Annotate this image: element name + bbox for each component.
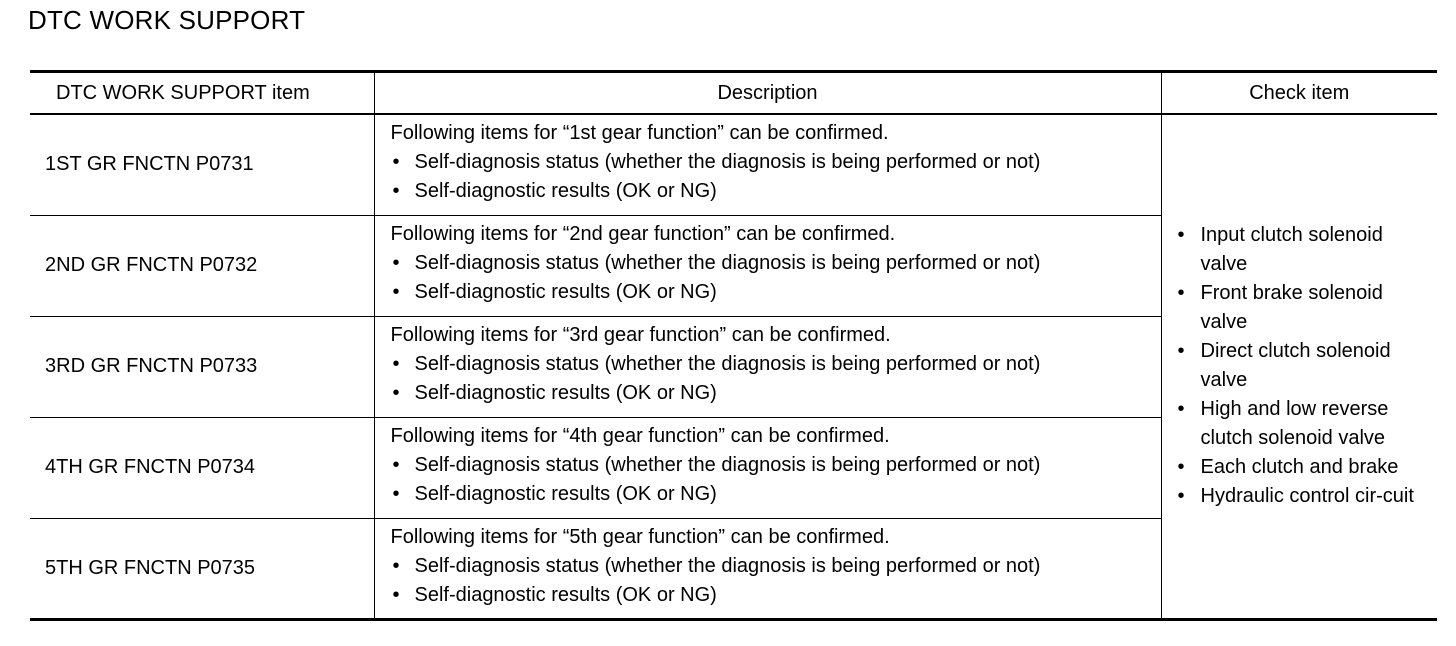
bullet-text: Self-diagnostic results (OK or NG) xyxy=(414,381,717,404)
table-row: 3RD GR FNCTN P0733 Following items for “3… xyxy=(30,316,1437,417)
header-dtc-item: DTC WORK SUPPORT item xyxy=(30,71,374,115)
bullet-icon: • xyxy=(1177,224,1185,247)
bullet-icon: • xyxy=(392,180,400,202)
table-row: 1ST GR FNCTN P0731 Following items for “1… xyxy=(30,114,1437,621)
dtc-item-cell: 5TH GR FNCTN P0735 xyxy=(45,556,256,579)
bullet-icon: • xyxy=(392,453,400,476)
check-item-text: Input clutch solenoid valve xyxy=(1200,224,1383,276)
description-text: Following items for “4th gear function” … xyxy=(390,424,890,447)
description-bullet: • Self-diagnosis status (whether the diag… xyxy=(391,552,1161,581)
dtc-item-cell: 1ST GR FNCTN P0731 xyxy=(45,153,254,176)
dtc-item-cell: 2ND GR FNCTN P0732 xyxy=(45,254,258,276)
check-item-list: • Input clutch solenoid valve • Front brake… xyxy=(1178,221,1432,511)
description-text: Following items for “2nd gear function” … xyxy=(390,222,896,245)
description-bullet: • Self-diagnostic results (OK or NG) xyxy=(391,581,1161,610)
bullet-text: Self-diagnosis status (whether the diagn… xyxy=(414,352,1041,375)
bullet-text: Self-diagnostic results (OK or NG) xyxy=(414,280,717,303)
bullet-text: Self-diagnosis status (whether the diagn… xyxy=(414,151,1041,173)
description-cell: Following items for “4th gear function” … xyxy=(373,417,1161,518)
description-cell: Following items for “3rd gear function” … xyxy=(373,316,1161,417)
description-cell: Following items for “1st gear function” … xyxy=(373,114,1161,215)
check-item-text: Hydraulic control cir-cuit xyxy=(1200,485,1414,508)
check-item-text: Each clutch and brake xyxy=(1200,456,1399,479)
bullet-icon: • xyxy=(1177,398,1185,421)
bullet-icon: • xyxy=(392,482,400,505)
bullet-icon: • xyxy=(392,583,400,606)
check-item-text: Direct clutch solenoid valve xyxy=(1200,340,1391,392)
check-item-cell: • Input clutch solenoid valve • Front brake… xyxy=(1160,114,1437,621)
description-bullet: • Self-diagnostic results (OK or NG) xyxy=(391,278,1161,307)
page-title: DTC WORK SUPPORT xyxy=(28,5,306,35)
bullet-icon: • xyxy=(1177,282,1185,305)
check-item-text: High and low reverse clutch solenoid val… xyxy=(1200,398,1389,450)
description-bullet: • Self-diagnosis status (whether the diag… xyxy=(391,148,1161,177)
bullet-icon: • xyxy=(392,554,400,577)
header-check-item: Check item xyxy=(1160,71,1437,115)
bullet-icon: • xyxy=(392,251,400,274)
bullet-icon: • xyxy=(392,381,400,404)
table-row: 5TH GR FNCTN P0735 Following items for “5… xyxy=(30,518,1437,619)
description-bullet: • Self-diagnosis status (whether the diag… xyxy=(391,451,1161,480)
bullet-text: Self-diagnosis status (whether the diagn… xyxy=(414,554,1041,577)
bullet-icon: • xyxy=(1177,485,1185,508)
description-cell: Following items for “2nd gear function” … xyxy=(373,215,1161,316)
bullet-icon: • xyxy=(392,151,400,173)
bullet-text: Self-diagnostic results (OK or NG) xyxy=(414,583,717,606)
bullet-text: Self-diagnostic results (OK or NG) xyxy=(414,180,717,202)
check-item: • Direct clutch solenoid valve xyxy=(1178,337,1432,395)
bullet-icon: • xyxy=(1177,456,1185,479)
bullet-icon: • xyxy=(392,280,400,303)
description-text: Following items for “1st gear function” … xyxy=(390,122,889,144)
check-item: • Front brake solenoid valve xyxy=(1178,279,1432,337)
bullet-text: Self-diagnosis status (whether the diagn… xyxy=(414,251,1041,274)
check-item-text: Front brake solenoid valve xyxy=(1200,282,1383,334)
dtc-item-cell: 4TH GR FNCTN P0734 xyxy=(45,456,256,478)
description-text: Following items for “3rd gear function” … xyxy=(390,323,891,346)
description-text: Following items for “5th gear function” … xyxy=(390,525,890,548)
table-row: 2ND GR FNCTN P0732 Following items for “2… xyxy=(30,215,1437,316)
description-cell: Following items for “5th gear function” … xyxy=(373,518,1161,619)
table-row: 4TH GR FNCTN P0734 Following items for “4… xyxy=(30,417,1437,518)
bullet-text: Self-diagnostic results (OK or NG) xyxy=(414,482,717,505)
bullet-icon: • xyxy=(392,352,400,375)
description-bullet: • Self-diagnosis status (whether the diag… xyxy=(391,249,1161,278)
dtc-work-support-table: DTC WORK SUPPORT item Description Check … xyxy=(30,70,1437,621)
check-item: • Hydraulic control cir-cuit xyxy=(1178,482,1432,511)
bullet-icon: • xyxy=(1177,340,1185,363)
description-bullet: • Self-diagnosis status (whether the diag… xyxy=(391,350,1161,379)
description-bullet: • Self-diagnostic results (OK or NG) xyxy=(391,480,1161,509)
description-bullet: • Self-diagnostic results (OK or NG) xyxy=(391,379,1161,408)
check-item: • Each clutch and brake xyxy=(1178,453,1432,482)
check-item: • Input clutch solenoid valve xyxy=(1178,221,1432,279)
bullet-text: Self-diagnosis status (whether the diagn… xyxy=(414,453,1041,476)
check-item: • High and low reverse clutch solenoid va… xyxy=(1178,395,1432,453)
header-description: Description xyxy=(373,71,1161,115)
table-header-row: DTC WORK SUPPORT item Description Check … xyxy=(30,71,1437,115)
dtc-item-cell: 3RD GR FNCTN P0733 xyxy=(45,355,258,377)
description-bullet: • Self-diagnostic results (OK or NG) xyxy=(391,177,1161,206)
